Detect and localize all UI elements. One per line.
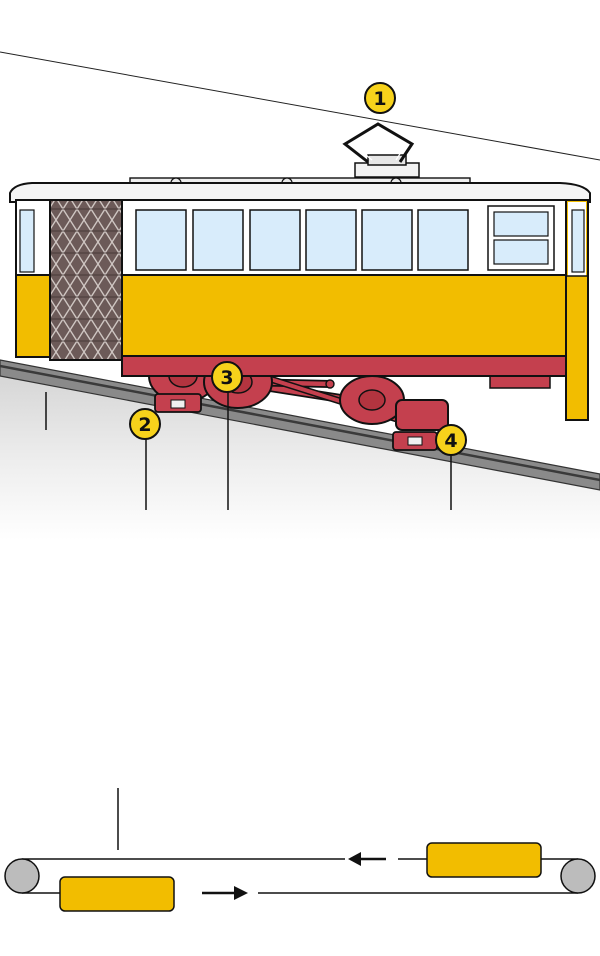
callout-number: 1 [373,88,386,110]
right-pulley [560,858,596,894]
left-pulley [4,858,40,894]
cable-schematic [4,788,596,912]
rail-top-edge [0,364,600,482]
callout-2: 2 [129,408,161,440]
callout-badge [364,82,396,114]
callout-3: 3 [211,361,243,393]
callout-1: 1 [364,82,396,114]
callout-number: 2 [138,414,151,436]
lower-car [59,876,175,912]
upper-track-wheels [392,431,438,451]
side-windows [135,205,555,271]
callout-badge [129,408,161,440]
callout-number: 3 [220,367,233,389]
door-grille [49,199,123,361]
callout-badge [211,361,243,393]
callout-4: 4 [435,424,467,456]
overhead-wire [0,51,600,161]
callout-layer: 1 2 3 4 [129,82,467,456]
leader-lines [45,392,452,510]
tram-roof [9,177,591,203]
arrow-right-icon [202,886,248,900]
tram-body [15,199,589,421]
callout-badge [435,424,467,456]
pantograph [342,122,420,178]
arrow-left-icon [348,852,386,866]
callout-number: 4 [444,430,457,452]
upper-car [426,842,542,878]
lower-track-wheels [154,393,202,413]
